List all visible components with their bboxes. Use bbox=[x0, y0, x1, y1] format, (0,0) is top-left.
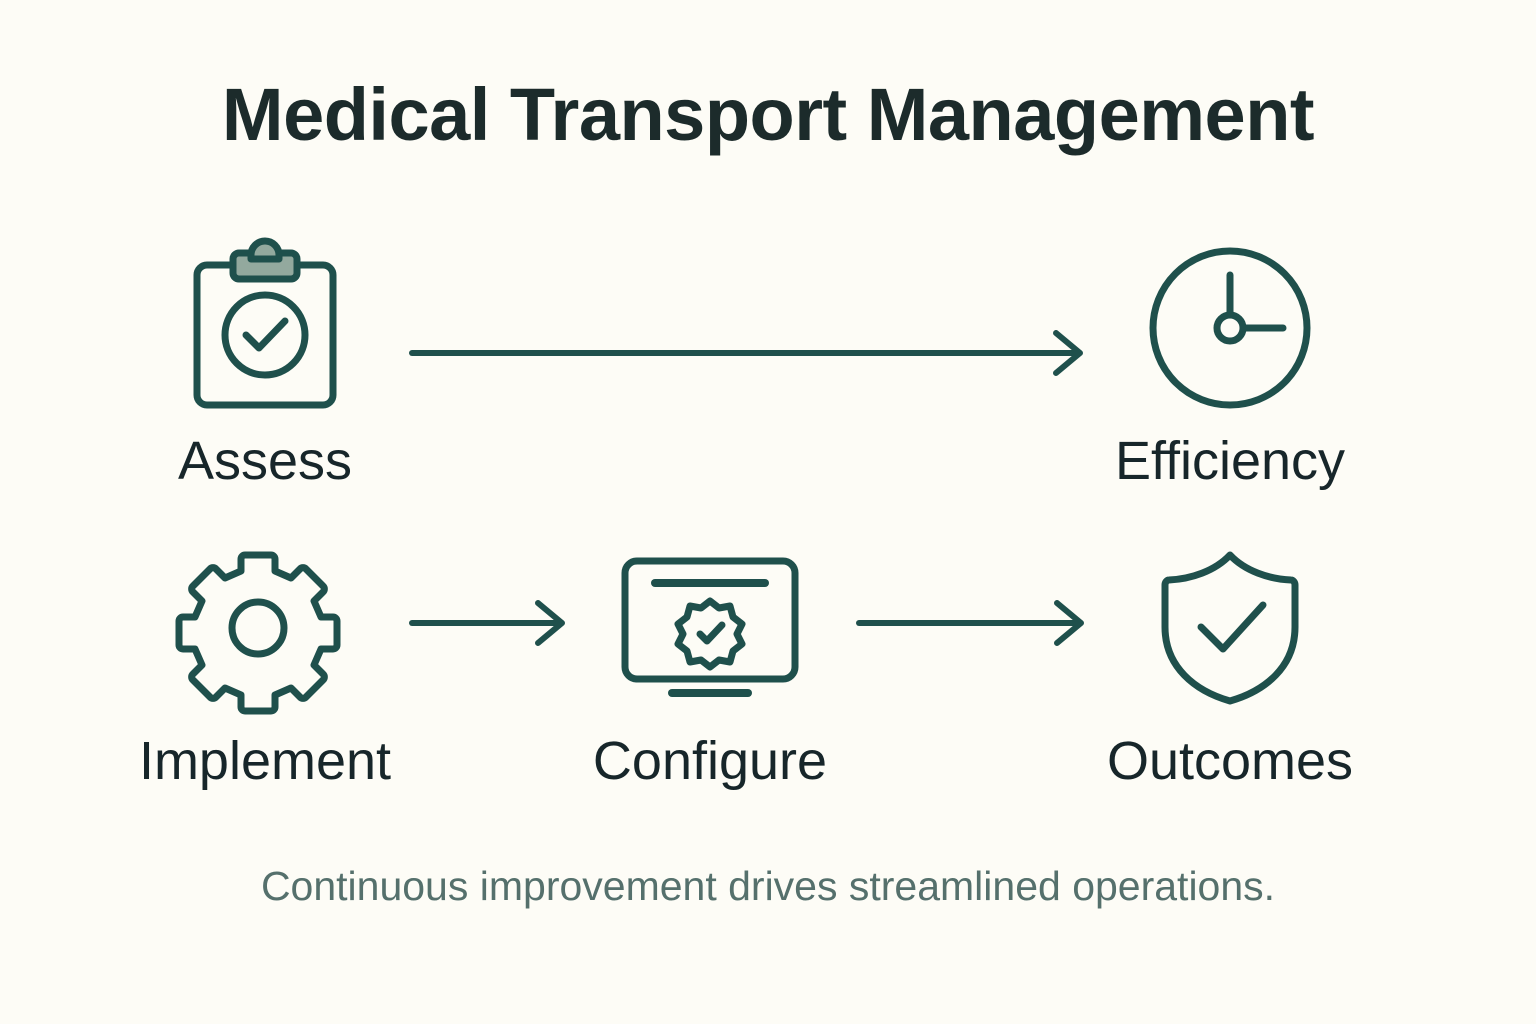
clock-icon bbox=[1080, 240, 1380, 416]
node-label-assess: Assess bbox=[177, 431, 353, 491]
node-label-configure: Configure bbox=[592, 731, 828, 791]
node-assess: Assess bbox=[115, 237, 415, 491]
monitor-badge-icon bbox=[560, 540, 860, 716]
shield-check-icon bbox=[1080, 540, 1380, 716]
node-efficiency: Efficiency bbox=[1080, 240, 1380, 488]
node-configure: Configure bbox=[560, 540, 860, 788]
node-label-efficiency: Efficiency bbox=[1114, 431, 1346, 491]
arrow-implement-to-configure bbox=[409, 600, 572, 646]
gear-icon bbox=[115, 540, 415, 716]
node-label-outcomes: Outcomes bbox=[1106, 731, 1354, 791]
node-implement: Implement bbox=[115, 540, 415, 788]
arrow-assess-to-efficiency bbox=[409, 330, 1090, 376]
page-title: Medical Transport Management bbox=[221, 73, 1315, 156]
clipboard-check-icon bbox=[115, 237, 415, 416]
node-outcomes: Outcomes bbox=[1080, 540, 1380, 788]
caption-text: Continuous improvement drives streamline… bbox=[260, 863, 1276, 909]
arrow-configure-to-outcomes bbox=[856, 600, 1091, 646]
node-label-implement: Implement bbox=[138, 731, 392, 791]
